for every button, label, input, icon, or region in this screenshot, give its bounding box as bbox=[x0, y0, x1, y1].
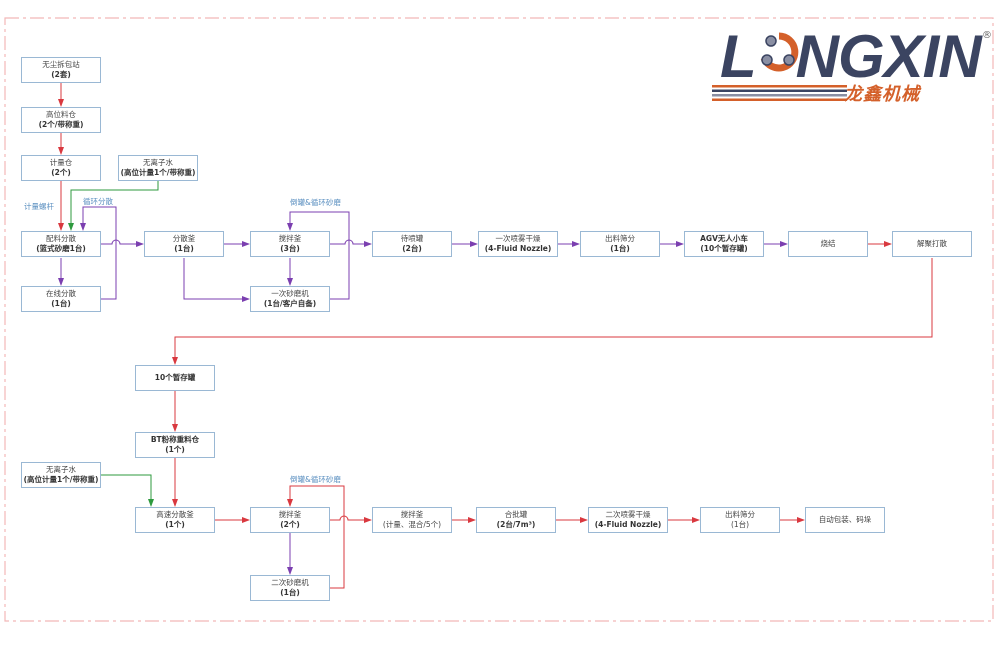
node-title: 10个暂存罐 bbox=[154, 373, 196, 382]
node-detail: (高位计量1个/带称重) bbox=[120, 168, 196, 177]
node-detail: (4-Fluid Nozzle) bbox=[484, 244, 552, 253]
node-discharge-screen-1[interactable]: 出料筛分 (1台) bbox=[580, 231, 660, 257]
arrow-deagg-to-temptanks bbox=[172, 258, 933, 365]
logo-speed-lines bbox=[712, 85, 847, 101]
arrow-mill1-loop bbox=[287, 211, 350, 300]
node-detail: (1台) bbox=[51, 299, 71, 308]
node-detail: (10个暂存罐) bbox=[700, 244, 748, 253]
node-detail: (计量、混合/5个) bbox=[382, 520, 442, 529]
node-title: 配料分散 bbox=[46, 234, 76, 243]
node-title: 烧结 bbox=[820, 239, 836, 248]
arrow-dispkettle-to-mill1 bbox=[183, 258, 250, 302]
logo-letter-l: L bbox=[720, 23, 757, 90]
arrow-mix1-to-spraywait bbox=[330, 239, 372, 247]
dashed-frame bbox=[4, 17, 994, 622]
node-dustfree-unpacking[interactable]: 无尘拆包站 (2套) bbox=[21, 57, 101, 83]
logo-chinese-name: 龙鑫机械 bbox=[844, 84, 920, 105]
label-metering-screw: 计量螺杆 bbox=[24, 202, 54, 211]
arrow-mill2-loop bbox=[287, 485, 345, 589]
node-detail: (1个) bbox=[165, 445, 185, 454]
node-title: 搅拌釜 bbox=[400, 510, 424, 519]
registered-mark: ® bbox=[982, 30, 992, 41]
node-title: 二次砂磨机 bbox=[271, 578, 309, 587]
node-blending-tank[interactable]: 合批罐 (2台/7m³) bbox=[476, 507, 556, 533]
node-title: 解聚打散 bbox=[917, 239, 947, 248]
node-title: 无离子水 bbox=[143, 158, 173, 167]
node-auto-packing[interactable]: 自动包装、码垛 bbox=[805, 507, 885, 533]
node-title: 高速分散釜 bbox=[156, 510, 194, 519]
node-title: 无尘拆包站 bbox=[42, 60, 80, 69]
node-title: 分散釜 bbox=[172, 234, 196, 243]
node-title: 合批罐 bbox=[504, 510, 528, 519]
node-high-speed-dispersion[interactable]: 高速分散釜 (1个) bbox=[135, 507, 215, 533]
node-title: 在线分散 bbox=[46, 289, 76, 298]
node-detail: (4-Fluid Nozzle) bbox=[594, 520, 662, 529]
node-mixing-kettle-2[interactable]: 搅拌釜 (2个) bbox=[250, 507, 330, 533]
node-mixing-kettle-1[interactable]: 搅拌釜 (3台) bbox=[250, 231, 330, 257]
node-title: 搅拌釜 bbox=[278, 510, 302, 519]
node-mixing-kettle-3[interactable]: 搅拌釜 (计量、混合/5个) bbox=[372, 507, 452, 533]
node-secondary-sand-mill[interactable]: 二次砂磨机 (1台) bbox=[250, 575, 330, 601]
node-detail: (2台) bbox=[402, 244, 422, 253]
node-sintering[interactable]: 烧结 bbox=[788, 231, 868, 257]
node-title: 出料筛分 bbox=[725, 510, 755, 519]
node-temp-tanks[interactable]: 10个暂存罐 bbox=[135, 365, 215, 391]
node-title: 高位料仓 bbox=[46, 110, 76, 119]
node-detail: (1台) bbox=[280, 588, 300, 597]
node-detail: (高位计量1个/带称重) bbox=[23, 475, 99, 484]
node-detail: (2个/带称重) bbox=[38, 120, 84, 129]
arrow-diwater2-to-hsdisp bbox=[101, 474, 154, 507]
node-title: BT粉称重料仓 bbox=[150, 435, 200, 444]
logo-wordmark: L NGXIN bbox=[720, 22, 982, 91]
arrow-diwater1-to-batch bbox=[68, 181, 159, 231]
node-deagglomeration[interactable]: 解聚打散 bbox=[892, 231, 972, 257]
node-detail: (篮式砂磨1台) bbox=[36, 244, 86, 253]
label-pour-circ-grind-1: 倒罐&循环砂磨 bbox=[290, 198, 341, 207]
node-di-water-1[interactable]: 无离子水 (高位计量1个/带称重) bbox=[118, 155, 198, 181]
node-bt-weigh-bin[interactable]: BT粉称重料仓 (1个) bbox=[135, 432, 215, 458]
node-title: 无离子水 bbox=[46, 465, 76, 474]
node-agv[interactable]: AGV无人小车 (10个暂存罐) bbox=[684, 231, 764, 257]
node-detail: (1台) bbox=[730, 520, 750, 529]
arrow-batch-to-dispkettle bbox=[101, 239, 144, 247]
node-dispersion-kettle[interactable]: 分散釜 (1台) bbox=[144, 231, 224, 257]
node-title: 自动包装、码垛 bbox=[818, 515, 872, 524]
node-detail: (2台/7m³) bbox=[496, 520, 536, 529]
node-title: 计量仓 bbox=[49, 158, 73, 167]
longxin-logo: L NGXIN ® 龙鑫机械 bbox=[712, 23, 992, 108]
node-detail: (1台) bbox=[610, 244, 630, 253]
node-spray-wait-tank[interactable]: 待喷罐 (2台) bbox=[372, 231, 452, 257]
node-di-water-2[interactable]: 无离子水 (高位计量1个/带称重) bbox=[21, 462, 101, 488]
logo-letters-ngxin: NGXIN bbox=[795, 23, 982, 90]
node-discharge-screen-2[interactable]: 出料筛分 (1台) bbox=[700, 507, 780, 533]
node-title: 待喷罐 bbox=[400, 234, 424, 243]
node-title: 一次喷雾干燥 bbox=[495, 234, 541, 243]
node-detail: (3台) bbox=[280, 244, 300, 253]
arrow-mix2-to-mix3 bbox=[330, 515, 372, 523]
node-detail: (2套) bbox=[51, 70, 71, 79]
node-inline-dispersion[interactable]: 在线分散 (1台) bbox=[21, 286, 101, 312]
node-primary-sand-mill[interactable]: 一次砂磨机 (1台/客户自备) bbox=[250, 286, 330, 312]
node-high-silo[interactable]: 高位料仓 (2个/带称重) bbox=[21, 107, 101, 133]
node-batch-dispersion[interactable]: 配料分散 (篮式砂磨1台) bbox=[21, 231, 101, 257]
node-detail: (2个) bbox=[51, 168, 71, 177]
arrow-circulation-loop bbox=[80, 206, 117, 300]
node-detail: (1个) bbox=[165, 520, 185, 529]
node-title: 二次喷雾干燥 bbox=[605, 510, 651, 519]
node-detail: (1台/客户自备) bbox=[263, 299, 317, 308]
node-secondary-spray-dryer[interactable]: 二次喷雾干燥 (4-Fluid Nozzle) bbox=[588, 507, 668, 533]
label-circulation-dispersion: 循环分散 bbox=[83, 197, 113, 206]
node-title: AGV无人小车 bbox=[700, 234, 748, 243]
node-metering-bin[interactable]: 计量仓 (2个) bbox=[21, 155, 101, 181]
node-detail: (2个) bbox=[280, 520, 300, 529]
node-title: 搅拌釜 bbox=[278, 234, 302, 243]
node-detail: (1台) bbox=[174, 244, 194, 253]
node-title: 一次砂磨机 bbox=[271, 289, 309, 298]
node-title: 出料筛分 bbox=[605, 234, 635, 243]
label-pour-circ-grind-2: 倒罐&循环砂磨 bbox=[290, 475, 341, 484]
logo-ring-icon bbox=[760, 32, 799, 72]
node-primary-spray-dryer[interactable]: 一次喷雾干燥 (4-Fluid Nozzle) bbox=[478, 231, 558, 257]
